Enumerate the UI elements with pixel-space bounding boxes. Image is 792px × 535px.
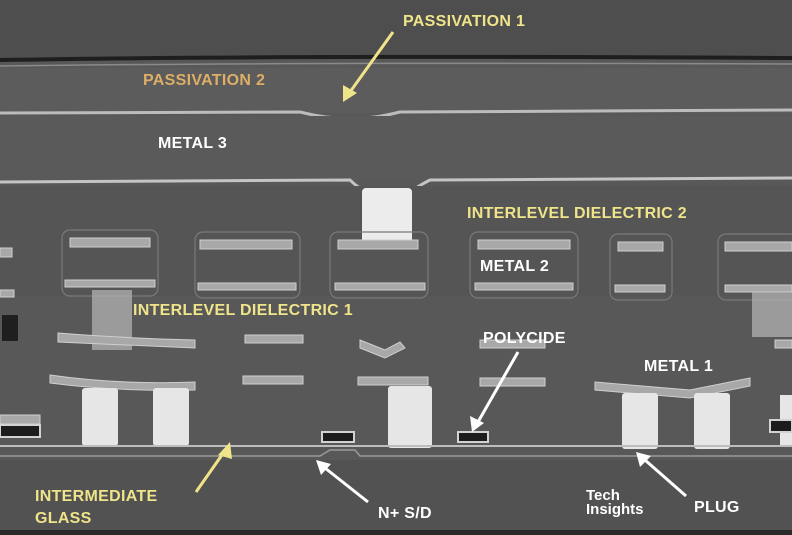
- label-plug: PLUG: [694, 499, 740, 516]
- label-intermediate-glass-1: INTERMEDIATE: [35, 488, 158, 505]
- label-polycide: POLYCIDE: [483, 330, 566, 347]
- logo-line-2: Insights: [586, 501, 644, 518]
- label-interlevel-dielectric-1: INTERLEVEL DIELECTRIC 1: [133, 302, 353, 319]
- label-intermediate-glass-2: GLASS: [35, 510, 92, 527]
- label-n-plus-sd: N+ S/D: [378, 505, 432, 522]
- label-metal-1: METAL 1: [644, 358, 714, 375]
- label-interlevel-dielectric-2: INTERLEVEL DIELECTRIC 2: [467, 205, 687, 222]
- logo-line-1: Tech: [586, 487, 620, 504]
- label-passivation-2: PASSIVATION 2: [143, 72, 266, 89]
- label-metal-3: METAL 3: [158, 135, 228, 152]
- techinsights-logo: Tech Insights: [586, 487, 644, 518]
- label-metal-2: METAL 2: [480, 258, 550, 275]
- label-passivation-1: PASSIVATION 1: [403, 13, 526, 30]
